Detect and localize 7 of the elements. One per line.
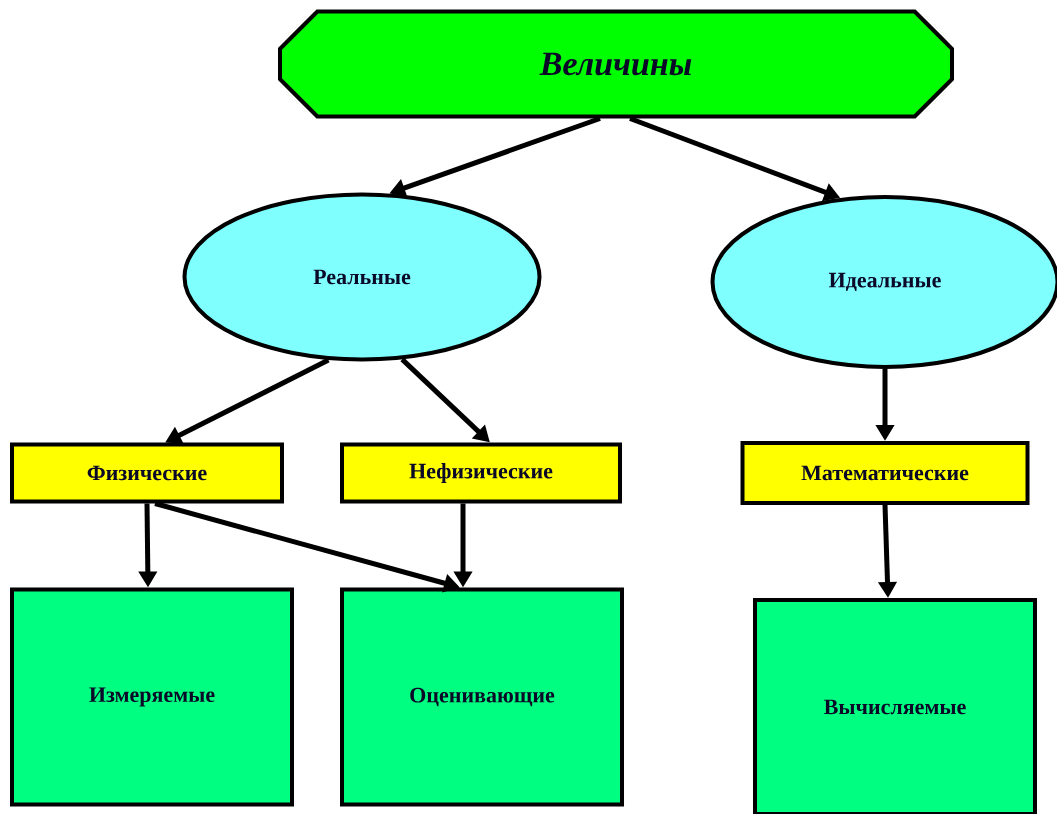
square-box: Вычисляемые — [753, 598, 1037, 814]
label-box: Математические — [740, 441, 1030, 505]
title-banner: Величины — [278, 9, 954, 119]
square-box: Оценивающие — [340, 587, 624, 807]
square-box: Измеряемые — [10, 587, 294, 807]
label-box: Нефизические — [340, 442, 622, 504]
label-box: Физические — [10, 442, 284, 504]
